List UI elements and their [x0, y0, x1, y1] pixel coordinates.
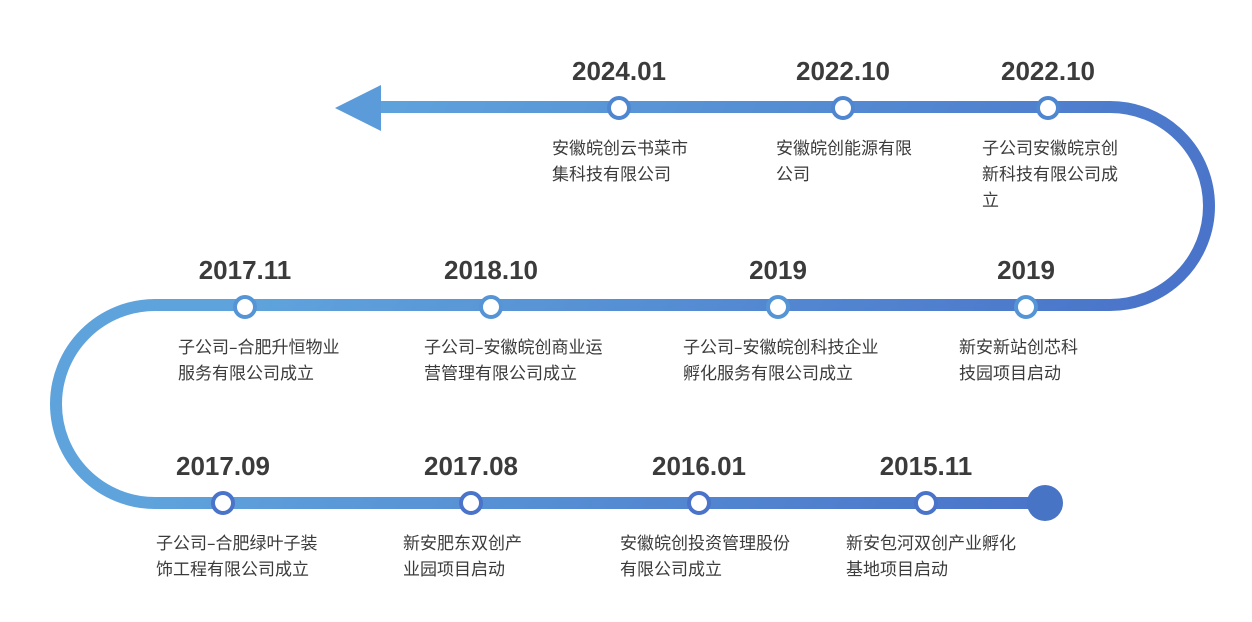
- milestone-node: [479, 295, 503, 319]
- milestone-date: 2016.01: [652, 451, 746, 481]
- milestone-description: 新安包河双创产业孵化基地项目启动: [846, 534, 1016, 580]
- milestone-description: 安徽皖创投资管理股份有限公司成立: [620, 534, 790, 580]
- milestone-description: 安徽皖创能源有限公司: [776, 139, 912, 185]
- milestone-description: 子公司–合肥绿叶子装饰工程有限公司成立: [156, 534, 318, 580]
- milestone-date: 2019: [997, 255, 1055, 285]
- milestone-node: [831, 96, 855, 120]
- milestone-node: [607, 96, 631, 120]
- milestone-node: [211, 491, 235, 515]
- milestone-node: [1014, 295, 1038, 319]
- milestone-node: [459, 491, 483, 515]
- milestone-date: 2024.01: [572, 56, 666, 86]
- timeline-path: [50, 101, 1215, 509]
- milestone-node: [914, 491, 938, 515]
- milestone-node: [1036, 96, 1060, 120]
- timeline-arrowhead: [335, 85, 381, 131]
- milestone-description: 新安新站创芯科技园项目启动: [959, 338, 1078, 384]
- timeline-start-dot: [1027, 485, 1063, 521]
- milestone-node: [233, 295, 257, 319]
- milestone-date: 2022.10: [796, 56, 890, 86]
- milestone-date: 2015.11: [879, 451, 973, 481]
- milestone-date: 2019: [749, 255, 807, 285]
- milestone-description: 子公司安徽皖京创新科技有限公司成立: [982, 139, 1118, 211]
- milestone-description: 子公司–合肥升恒物业服务有限公司成立: [178, 338, 340, 384]
- milestone-date: 2017.08: [424, 451, 518, 481]
- milestone-description: 新安肥东双创产业园项目启动: [403, 534, 522, 580]
- milestone-description: 子公司–安徽皖创商业运营管理有限公司成立: [424, 338, 603, 384]
- milestone-date: 2022.10: [1001, 56, 1095, 86]
- milestone-description: 安徽皖创云书菜市集科技有限公司: [552, 139, 688, 185]
- milestone-node: [766, 295, 790, 319]
- milestone-date: 2018.10: [444, 255, 538, 285]
- milestone-node: [687, 491, 711, 515]
- milestone-date: 2017.09: [176, 451, 270, 481]
- milestone-description: 子公司–安徽皖创科技企业孵化服务有限公司成立: [683, 338, 879, 384]
- milestone-date: 2017.11: [198, 255, 292, 285]
